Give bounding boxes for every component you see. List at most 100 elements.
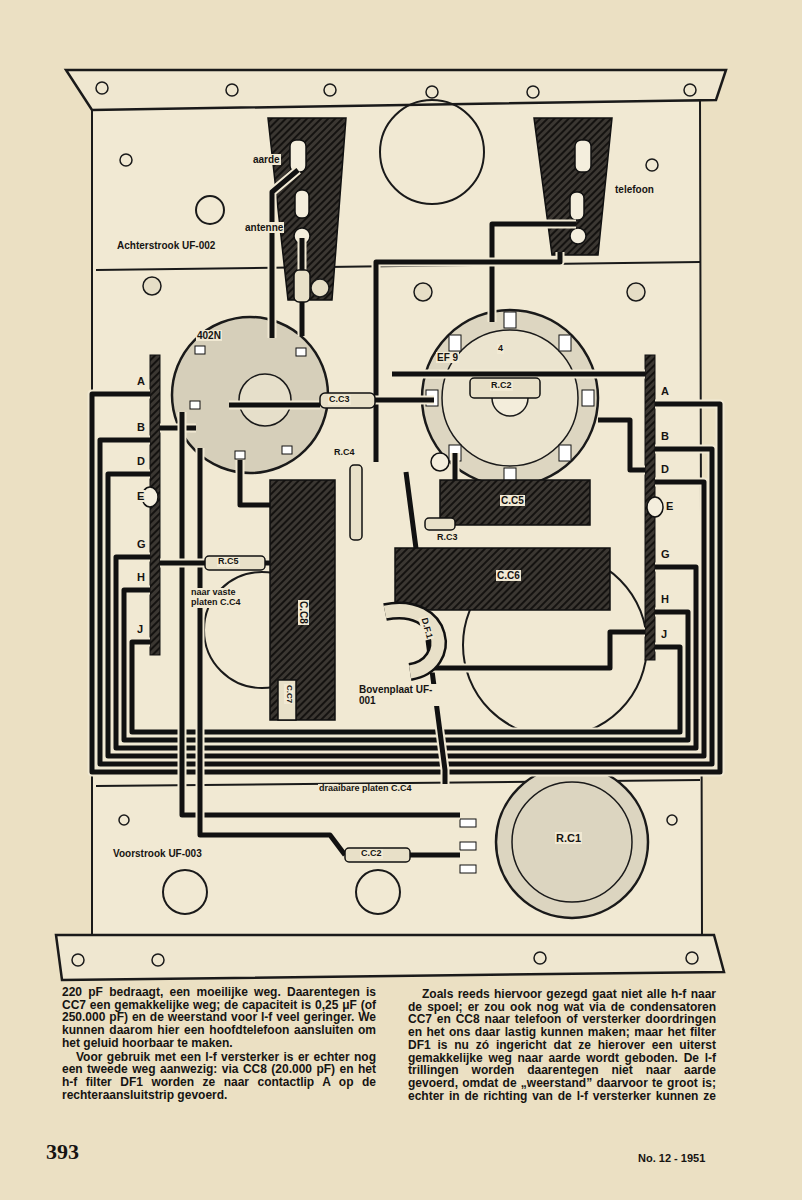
terminal-letter: G bbox=[136, 538, 147, 550]
part: telefoon bbox=[614, 184, 655, 195]
terminal-letter: A bbox=[136, 375, 146, 387]
resistor bbox=[205, 556, 265, 570]
top-bar bbox=[66, 70, 726, 110]
terminal bbox=[295, 190, 309, 218]
part: D.F.1 bbox=[418, 616, 434, 641]
hole bbox=[356, 870, 400, 914]
part: C.C2 bbox=[360, 849, 383, 859]
terminal-letter: G bbox=[660, 548, 671, 560]
wire bbox=[124, 590, 688, 740]
capacitor bbox=[320, 393, 375, 408]
note: naar vaste platen C.C4 bbox=[190, 588, 242, 608]
hole bbox=[119, 815, 129, 825]
socket-pin bbox=[449, 335, 461, 351]
wire-outline bbox=[200, 448, 345, 855]
wire bbox=[375, 398, 434, 403]
wire bbox=[376, 252, 560, 462]
wire bbox=[272, 170, 298, 338]
hole bbox=[152, 954, 164, 966]
hole bbox=[196, 196, 224, 224]
solder-lug bbox=[195, 346, 205, 354]
wire bbox=[492, 224, 576, 322]
wire-outline bbox=[182, 412, 460, 815]
plate-name: Voorstrook UF-003 bbox=[112, 848, 203, 859]
terminal bbox=[290, 140, 306, 172]
terminal-letter: E bbox=[136, 490, 145, 502]
hole bbox=[534, 952, 546, 964]
body-text: Zoals reeds hiervoor gezegd gaat niet al… bbox=[408, 988, 716, 1102]
wire-outline bbox=[124, 590, 688, 740]
hole bbox=[226, 84, 238, 96]
wire-outline bbox=[240, 460, 270, 505]
wire bbox=[410, 853, 460, 858]
terminal bbox=[575, 140, 591, 172]
wire bbox=[240, 460, 270, 505]
tube-socket-ring bbox=[442, 330, 578, 466]
wire-outline bbox=[451, 453, 460, 480]
bolt bbox=[414, 283, 432, 301]
bottom-bar bbox=[56, 935, 724, 980]
terminal bbox=[570, 192, 584, 220]
part: C.C5 bbox=[500, 495, 525, 506]
body-text: 220 pF bedraagt, een moeilijke weg. Daar… bbox=[62, 986, 376, 1050]
hole bbox=[646, 159, 658, 171]
bolt bbox=[143, 277, 161, 295]
terminal-letter: D bbox=[660, 463, 670, 475]
wire-outline bbox=[229, 401, 320, 410]
terminal-letter: H bbox=[660, 593, 670, 605]
socket-pin bbox=[504, 312, 516, 328]
part: 402N bbox=[196, 330, 222, 341]
coil-core bbox=[239, 374, 291, 426]
resistor bbox=[470, 378, 540, 398]
wire bbox=[160, 561, 205, 566]
part: C.C6 bbox=[496, 570, 521, 581]
pin-number: 4 bbox=[497, 344, 504, 354]
wire-outline bbox=[492, 224, 576, 322]
terminal-letter: B bbox=[660, 430, 670, 442]
part: R.C4 bbox=[333, 448, 356, 458]
solder-lug bbox=[460, 865, 476, 873]
potentiometer bbox=[496, 766, 648, 918]
wire bbox=[598, 420, 645, 470]
terminal-letter: H bbox=[136, 571, 146, 583]
wire-outline bbox=[132, 642, 680, 732]
hole bbox=[72, 954, 84, 966]
hole bbox=[686, 952, 698, 964]
plate-name: Bovenplaat UF-001 bbox=[358, 684, 440, 706]
hole bbox=[426, 86, 438, 98]
wire-outline bbox=[598, 420, 645, 470]
bolt bbox=[431, 453, 449, 471]
hole bbox=[324, 84, 336, 96]
capacitor bbox=[294, 270, 310, 302]
wire bbox=[229, 403, 320, 408]
part: antenne bbox=[244, 222, 284, 233]
part: R.C5 bbox=[217, 557, 240, 567]
socket-pin bbox=[559, 335, 571, 351]
socket-pin bbox=[559, 445, 571, 461]
socket-pin bbox=[582, 390, 594, 406]
part: R.C1 bbox=[555, 832, 582, 844]
terminal-letter: D bbox=[136, 455, 146, 467]
hole bbox=[96, 82, 108, 94]
hf-filter-outline bbox=[385, 611, 438, 672]
capacitor bbox=[278, 680, 296, 720]
capacitor bbox=[440, 480, 590, 525]
bolt bbox=[311, 279, 329, 297]
solder-lug bbox=[460, 842, 476, 850]
solder-lug bbox=[190, 401, 200, 409]
wire bbox=[453, 453, 458, 480]
resistor bbox=[350, 465, 362, 540]
hole bbox=[684, 84, 696, 96]
hole bbox=[667, 815, 677, 825]
wire-outline bbox=[420, 632, 645, 668]
hf-filter bbox=[385, 611, 438, 672]
wire bbox=[132, 642, 680, 732]
wire bbox=[420, 632, 645, 668]
solder-lug bbox=[460, 819, 476, 827]
wire-outline bbox=[392, 370, 645, 379]
chassis-plate bbox=[92, 100, 702, 935]
wire bbox=[392, 372, 645, 377]
solder-lug bbox=[235, 451, 245, 459]
wire bbox=[200, 448, 345, 855]
